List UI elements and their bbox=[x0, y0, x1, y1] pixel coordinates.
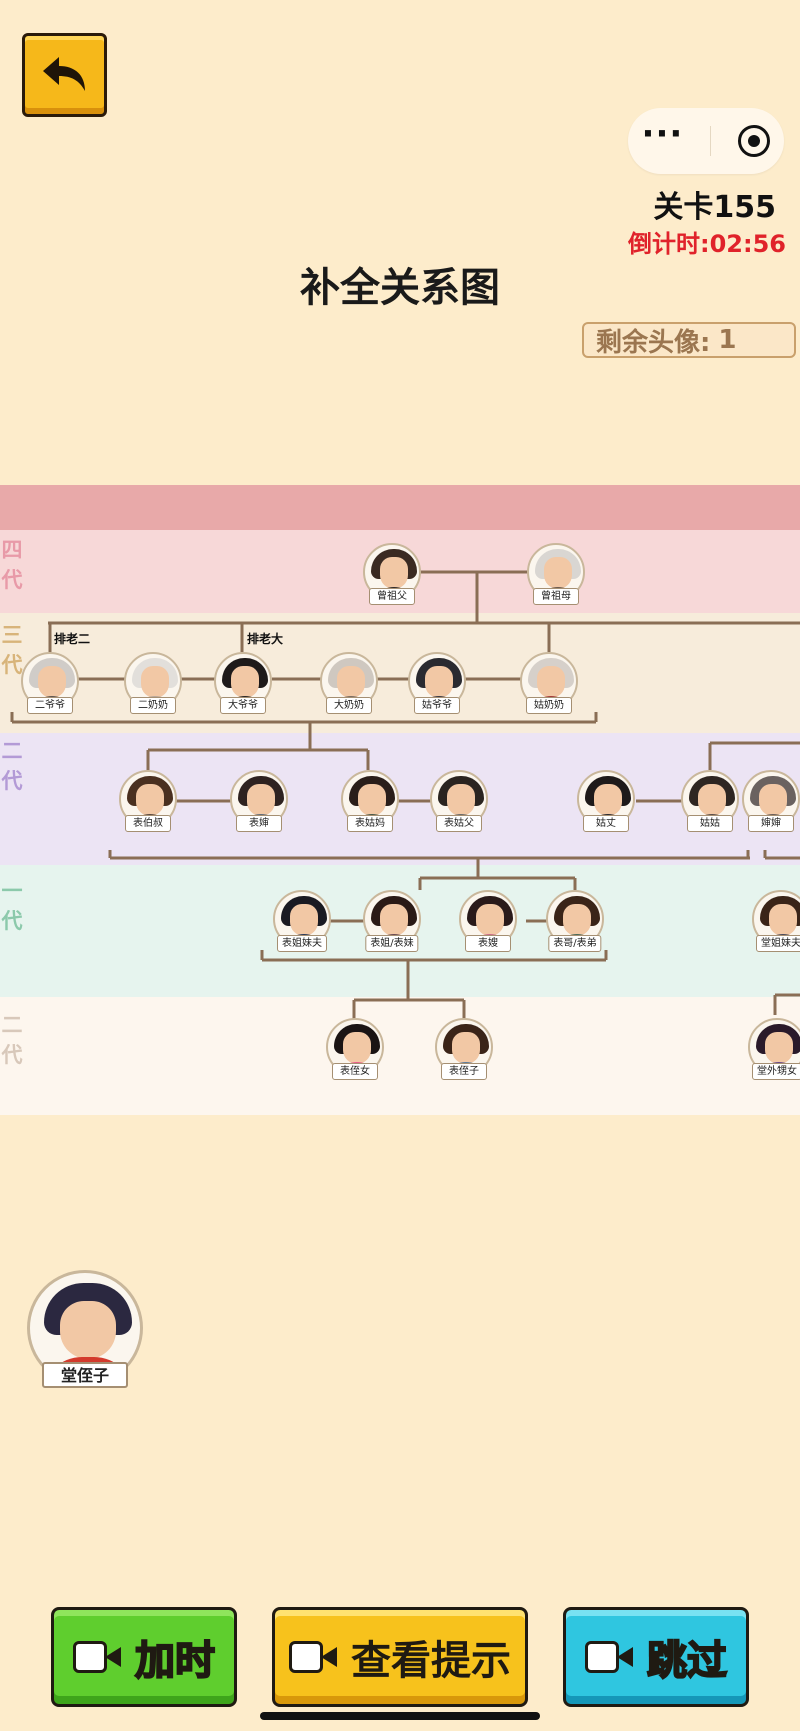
add-time-button[interactable]: 加时 bbox=[51, 1607, 237, 1707]
node-tang-outside-niece[interactable]: 堂外甥女 bbox=[748, 1018, 800, 1080]
view-hint-button[interactable]: 查看提示 bbox=[272, 1607, 528, 1707]
miniprogram-capsule: ··· bbox=[628, 108, 784, 174]
capsule-divider bbox=[710, 126, 712, 156]
node-tang-sister-husband[interactable]: 堂姐妹夫 bbox=[752, 890, 800, 952]
node-label: 姑爷爷 bbox=[414, 697, 460, 714]
node-uncle-by-marriage[interactable]: 姑丈 bbox=[577, 770, 635, 832]
node-label: 二奶奶 bbox=[130, 697, 176, 714]
remaining-avatars-badge: 剩余头像: 1 bbox=[582, 322, 796, 358]
rank-label-second: 排老二 bbox=[54, 632, 91, 646]
node-cousin-nephew[interactable]: 表侄子 bbox=[435, 1018, 493, 1080]
node-label: 堂姐妹夫 bbox=[756, 935, 800, 952]
video-camera-icon bbox=[585, 1637, 635, 1677]
node-label: 表姐/表妹 bbox=[365, 935, 419, 952]
node-label: 姑奶奶 bbox=[526, 697, 572, 714]
node-cousin-niece[interactable]: 表侄女 bbox=[326, 1018, 384, 1080]
rank-label-eldest: 排老大 bbox=[247, 632, 284, 646]
node-cousin-aunt-in-law[interactable]: 表婶 bbox=[230, 770, 288, 832]
remaining-count: 1 bbox=[718, 325, 737, 355]
node-label: 姑姑 bbox=[687, 815, 733, 832]
band-gen-minus bbox=[0, 997, 800, 1115]
node-aunt-grandma[interactable]: 姑奶奶 bbox=[520, 652, 578, 714]
video-camera-icon bbox=[289, 1637, 339, 1677]
node-label: 表姑妈 bbox=[347, 815, 393, 832]
node-partial-right-gen2[interactable]: 婶婶 bbox=[742, 770, 800, 832]
skip-button[interactable]: 跳过 bbox=[563, 1607, 749, 1707]
node-great-grandmother[interactable]: 曾祖母 bbox=[527, 543, 585, 605]
family-tree-connectors bbox=[10, 570, 800, 1020]
gen-label-3: 三代 bbox=[1, 623, 23, 677]
node-eldest-grandpa[interactable]: 大爷爷 bbox=[214, 652, 272, 714]
node-label: 姑丈 bbox=[583, 815, 629, 832]
close-target-icon[interactable] bbox=[738, 125, 771, 157]
node-label: 表姑父 bbox=[436, 815, 482, 832]
node-cousin-aunt[interactable]: 表姑妈 bbox=[341, 770, 399, 832]
video-camera-icon bbox=[73, 1637, 123, 1677]
node-great-grandfather[interactable]: 曾祖父 bbox=[363, 543, 421, 605]
node-cousin-sister-husband[interactable]: 表姐妹夫 bbox=[273, 890, 331, 952]
node-cousin-uncle[interactable]: 表伯叔 bbox=[119, 770, 177, 832]
node-label: 曾祖母 bbox=[533, 588, 579, 605]
level-indicator: 关卡155 bbox=[653, 190, 776, 225]
more-icon[interactable]: ··· bbox=[641, 114, 684, 154]
gen-label-1: 一代 bbox=[1, 879, 23, 933]
node-cousin-aunt-husband[interactable]: 表姑父 bbox=[430, 770, 488, 832]
draggable-avatar-label: 堂侄子 bbox=[42, 1362, 128, 1388]
node-label: 二爷爷 bbox=[27, 697, 73, 714]
node-label: 婶婶 bbox=[748, 815, 794, 832]
node-cousin-sister-in-law[interactable]: 表嫂 bbox=[459, 890, 517, 952]
node-cousin-brother[interactable]: 表哥/表弟 bbox=[546, 890, 604, 952]
node-second-grandpa[interactable]: 二爷爷 bbox=[21, 652, 79, 714]
node-label: 表伯叔 bbox=[125, 815, 171, 832]
node-label: 表姐妹夫 bbox=[277, 935, 327, 952]
skip-label: 跳过 bbox=[646, 1637, 728, 1685]
node-label: 表哥/表弟 bbox=[548, 935, 602, 952]
gen-label-minus: 二代 bbox=[1, 1013, 23, 1067]
page-title: 补全关系图 bbox=[300, 265, 500, 311]
countdown-timer: 倒计时:02:56 bbox=[628, 230, 786, 258]
view-hint-label: 查看提示 bbox=[351, 1638, 511, 1684]
node-label: 大爷爷 bbox=[220, 697, 266, 714]
back-button[interactable] bbox=[22, 33, 107, 117]
gen-label-4: 四代 bbox=[1, 538, 23, 592]
home-indicator bbox=[260, 1712, 540, 1720]
node-eldest-grandma[interactable]: 大奶奶 bbox=[320, 652, 378, 714]
gen-label-2: 二代 bbox=[1, 739, 23, 793]
node-label: 表婶 bbox=[236, 815, 282, 832]
node-label: 大奶奶 bbox=[326, 697, 372, 714]
node-label: 曾祖父 bbox=[369, 588, 415, 605]
undo-arrow-icon bbox=[42, 57, 85, 91]
node-cousin-sister[interactable]: 表姐/表妹 bbox=[363, 890, 421, 952]
great-grandmother-portrait bbox=[527, 543, 585, 601]
band-header bbox=[0, 485, 800, 530]
node-father-sister[interactable]: 姑姑 bbox=[681, 770, 739, 832]
node-label: 表侄子 bbox=[441, 1063, 487, 1080]
draggable-avatar-piece[interactable]: 堂侄子 bbox=[27, 1270, 143, 1388]
node-label: 表嫂 bbox=[465, 935, 511, 952]
node-second-grandma[interactable]: 二奶奶 bbox=[124, 652, 182, 714]
node-aunt-grandpa[interactable]: 姑爷爷 bbox=[408, 652, 466, 714]
node-label: 表侄女 bbox=[332, 1063, 378, 1080]
node-label: 堂外甥女 bbox=[752, 1063, 800, 1080]
add-time-label: 加时 bbox=[134, 1637, 216, 1685]
remaining-label: 剩余头像: bbox=[596, 327, 711, 358]
